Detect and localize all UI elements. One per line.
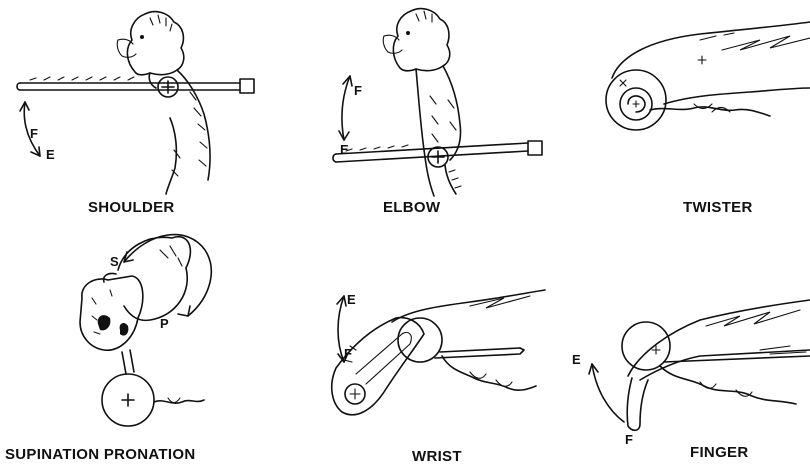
finger-hand (622, 300, 810, 430)
elbow-panel: F E (333, 9, 542, 196)
caption-wrist: WRIST (412, 448, 462, 465)
shoulder-label-e: E (46, 147, 55, 162)
shoulder-monkey (117, 12, 210, 194)
shoulder-label-f: F (30, 126, 38, 141)
twister-panel (606, 22, 810, 130)
caption-supination-pronation: SUPINATION PRONATION (5, 446, 195, 463)
wrist-forearm (332, 290, 545, 415)
elbow-rod (333, 141, 542, 167)
supination-label-p: P (160, 316, 169, 331)
elbow-monkey (383, 9, 461, 196)
wrist-wire (442, 356, 536, 390)
twister-forearm (606, 22, 810, 130)
finger-panel: E F (572, 300, 810, 447)
caption-elbow: ELBOW (383, 199, 440, 216)
finger-label-f: F (625, 432, 633, 447)
supination-rod-and-weight (102, 350, 204, 426)
elbow-label-f: F (354, 83, 362, 98)
twister-wire (650, 104, 770, 116)
shoulder-rod (17, 77, 254, 97)
wrist-label-e: E (347, 292, 356, 307)
caption-finger: FINGER (690, 444, 748, 461)
supination-hand (80, 237, 190, 350)
supination-arrows (124, 235, 211, 316)
finger-wire (660, 366, 796, 404)
supination-panel: S P (80, 235, 211, 426)
shoulder-panel: F E (17, 12, 254, 194)
elbow-label-e: E (340, 142, 349, 157)
supination-label-s: S (110, 254, 119, 269)
wrist-panel: E F (332, 290, 545, 415)
finger-flexion-arrow (589, 364, 624, 422)
wrist-label-f: F (344, 346, 352, 361)
elbow-flexion-arrow (339, 76, 352, 140)
finger-label-e: E (572, 352, 581, 367)
caption-shoulder: SHOULDER (88, 199, 175, 216)
caption-twister: TWISTER (683, 199, 753, 216)
